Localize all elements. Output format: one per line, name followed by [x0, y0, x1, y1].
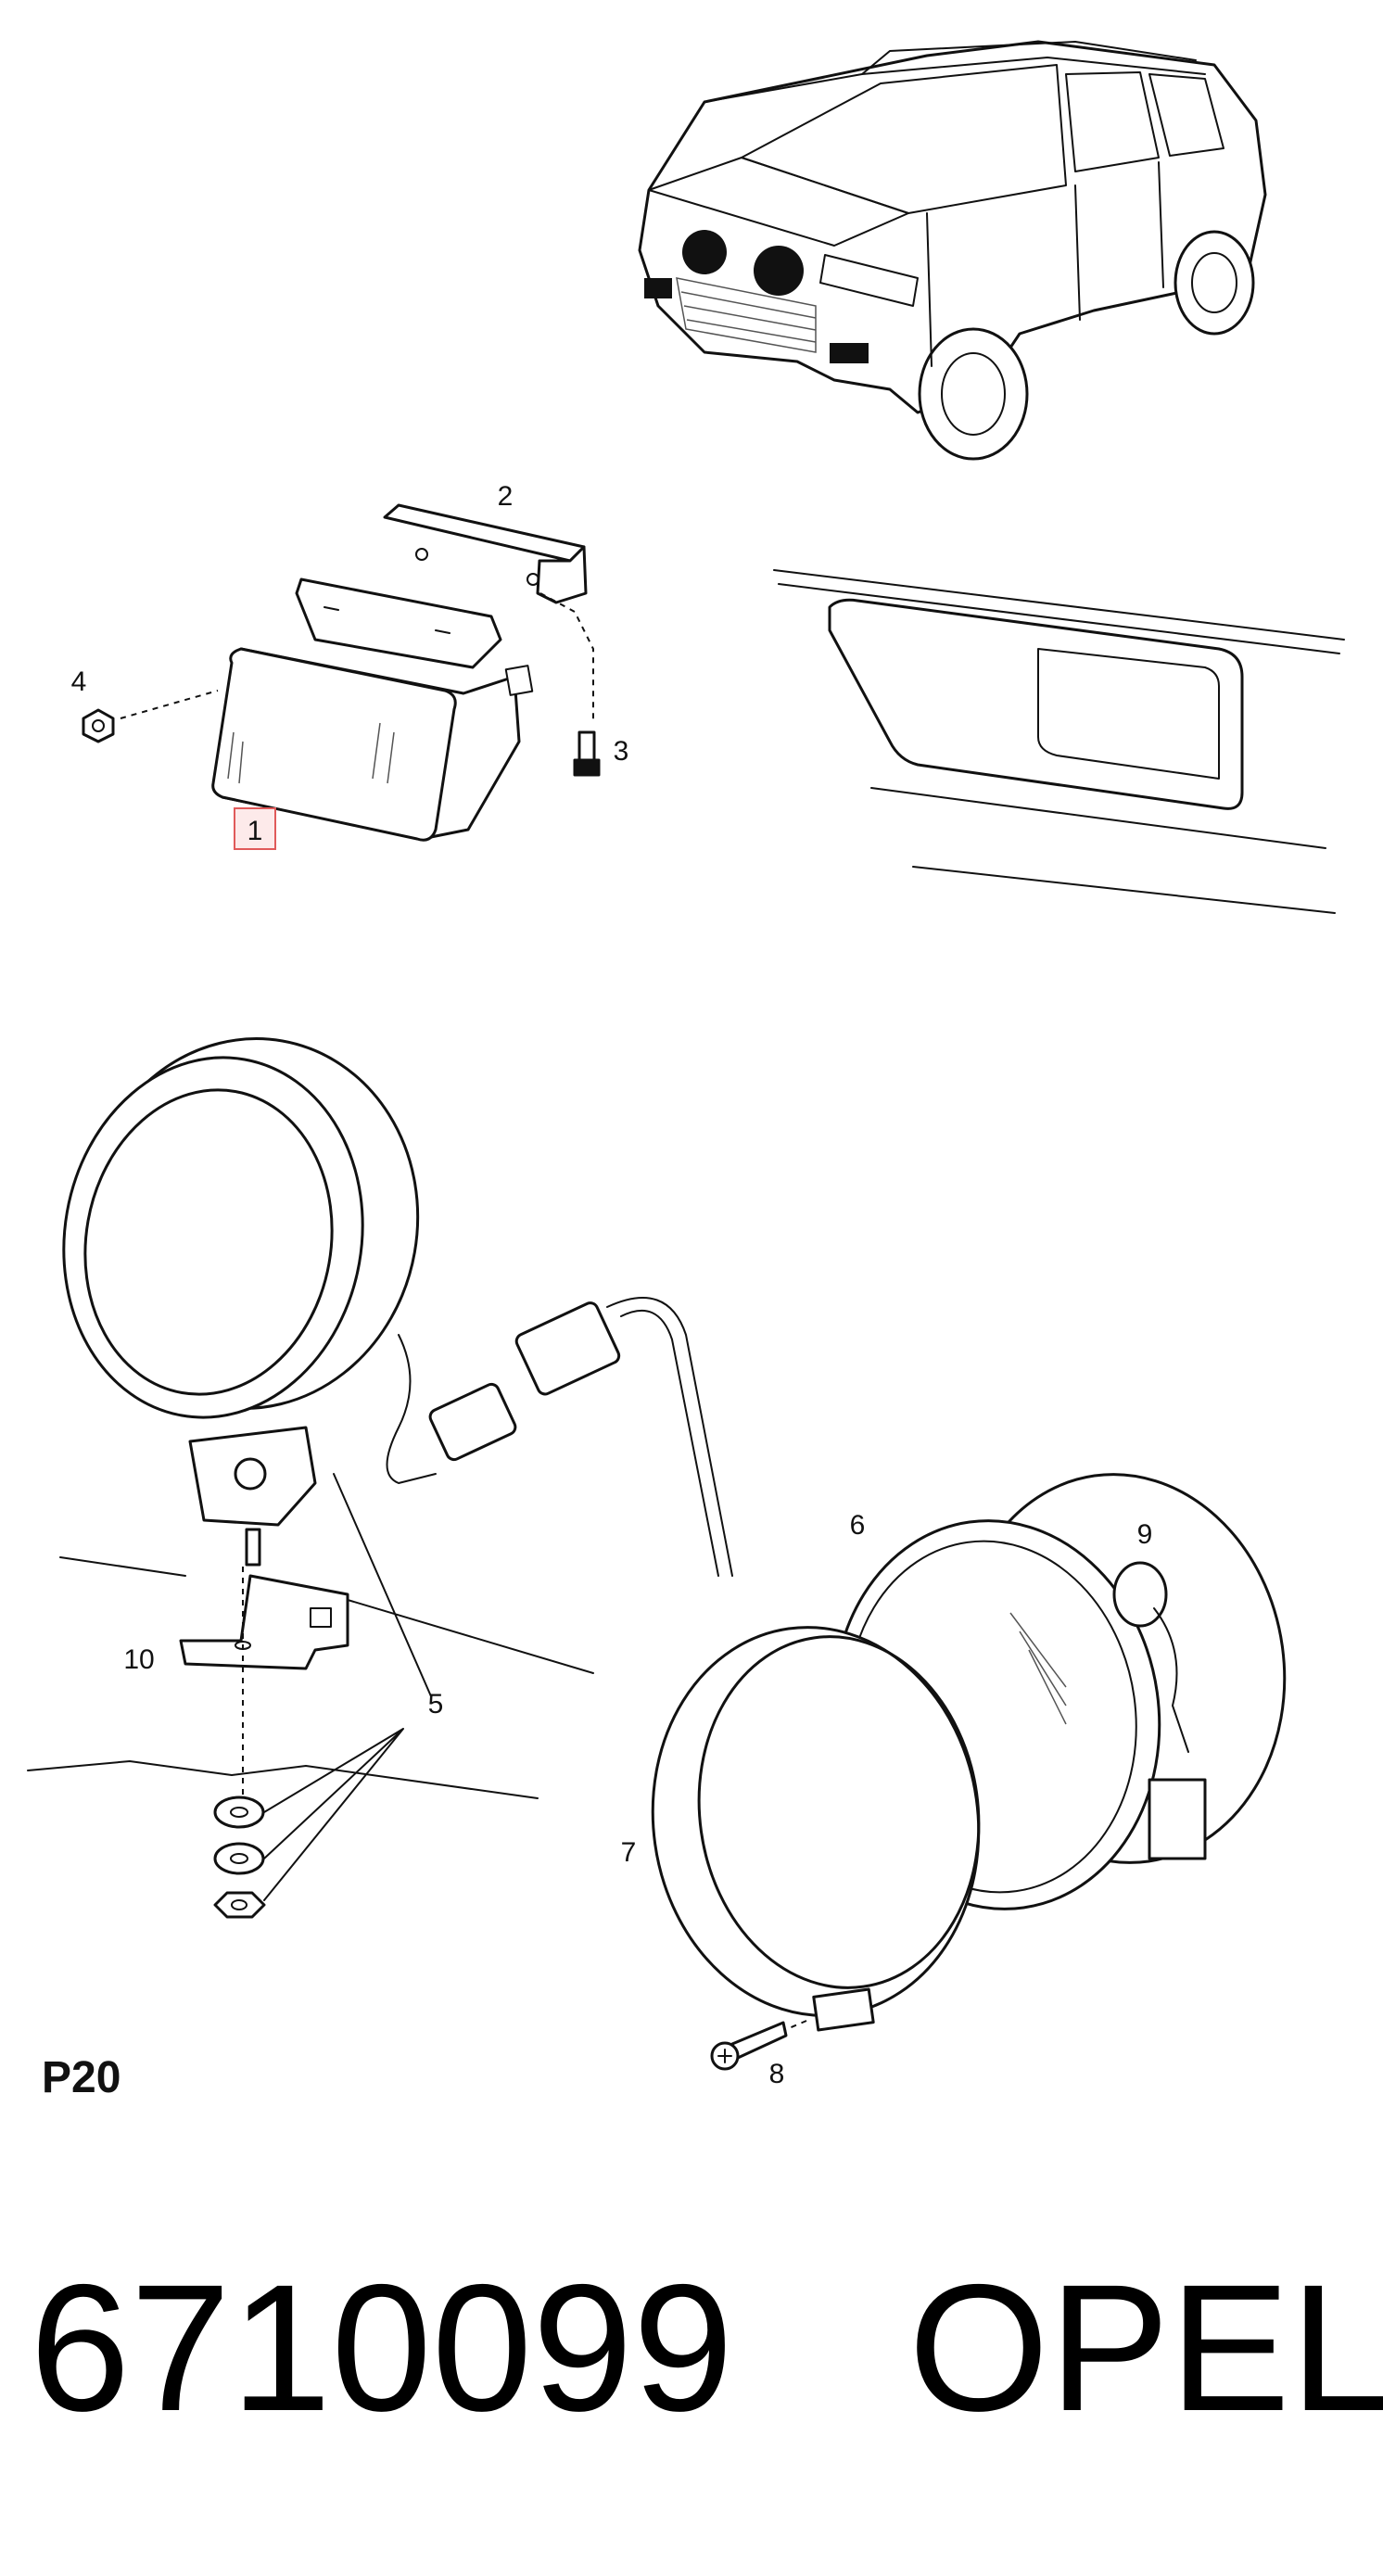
support-bracket — [179, 1574, 349, 1670]
round-fog-lamp-assembly — [62, 1037, 733, 1577]
callouts: 1 2 3 4 5 5 6 7 8 9 10 P20 — [42, 481, 1152, 2102]
callout-10[interactable]: 10 — [123, 1644, 154, 1675]
plate-label: P20 — [42, 2053, 121, 2102]
connector-socket — [514, 1301, 621, 1396]
callout-1-highlight — [234, 807, 276, 850]
rectangular-fog-lamp-assembly — [82, 503, 601, 842]
callout-4[interactable]: 4 — [71, 666, 87, 697]
footer: 6710099 OPEL — [30, 2247, 1383, 2449]
round-lamp-lens — [83, 1088, 334, 1396]
callout-9[interactable]: 9 — [1137, 1519, 1153, 1550]
part-number: 6710099 — [30, 2247, 733, 2449]
callout-1[interactable]: 1 — [247, 816, 263, 846]
callout-7[interactable]: 7 — [621, 1837, 637, 1868]
callout-8[interactable]: 8 — [769, 2059, 785, 2089]
mounting-hardware — [27, 1473, 594, 1919]
callout-3[interactable]: 3 — [614, 736, 629, 767]
callout-5-lamp[interactable]: 5 — [428, 1689, 444, 1719]
lamp-lens — [211, 647, 457, 842]
indicator-right-marker — [830, 343, 869, 363]
bumper-panel-sketch — [773, 569, 1345, 914]
connector-plug — [428, 1382, 517, 1462]
indicator-left-marker — [644, 278, 672, 298]
vehicle-illustration — [638, 40, 1267, 461]
fog-light-left-marker — [682, 230, 727, 274]
bulb — [1112, 1561, 1168, 1628]
mounting-bracket — [383, 503, 586, 563]
brand-name: OPEL — [908, 2247, 1383, 2449]
callout-6[interactable]: 6 — [850, 1510, 866, 1541]
exploded-round-lamp — [651, 1473, 1287, 2071]
callout-2[interactable]: 2 — [498, 481, 514, 512]
fog-light-right-marker — [754, 246, 804, 296]
